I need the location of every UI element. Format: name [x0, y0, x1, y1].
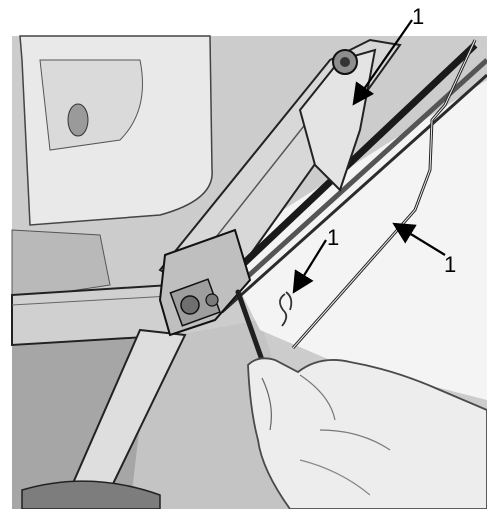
callout-label-right: 1	[444, 252, 456, 277]
callout-label-top: 1	[412, 4, 424, 29]
callout-label-middle: 1	[327, 225, 339, 250]
